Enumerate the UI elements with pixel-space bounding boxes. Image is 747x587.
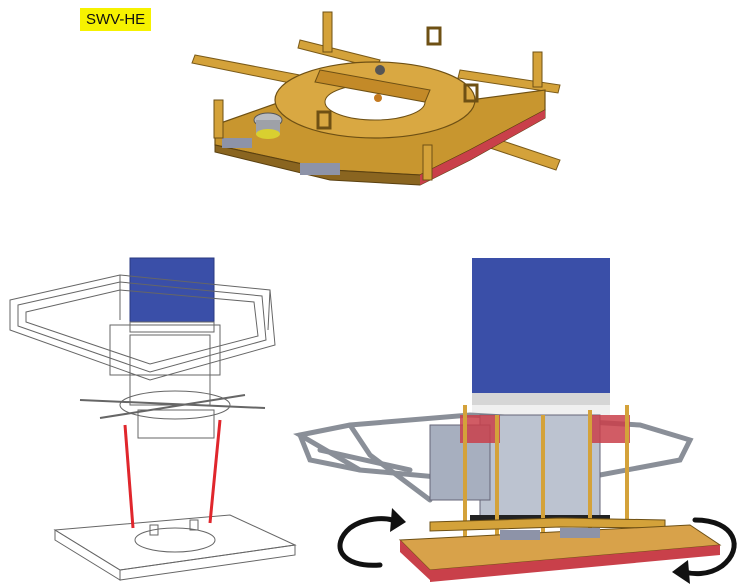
- wireframe-assembly-left: [9, 257, 297, 581]
- swv-he-label: SWV-HE: [80, 8, 152, 31]
- installed-assembly-right: [293, 258, 722, 582]
- bracket-assembly-top: [191, 11, 561, 186]
- rotate-left-arrow-icon: [337, 508, 406, 568]
- rotate-right-arrow-icon: [672, 517, 737, 584]
- alignment-guides: [123, 419, 222, 529]
